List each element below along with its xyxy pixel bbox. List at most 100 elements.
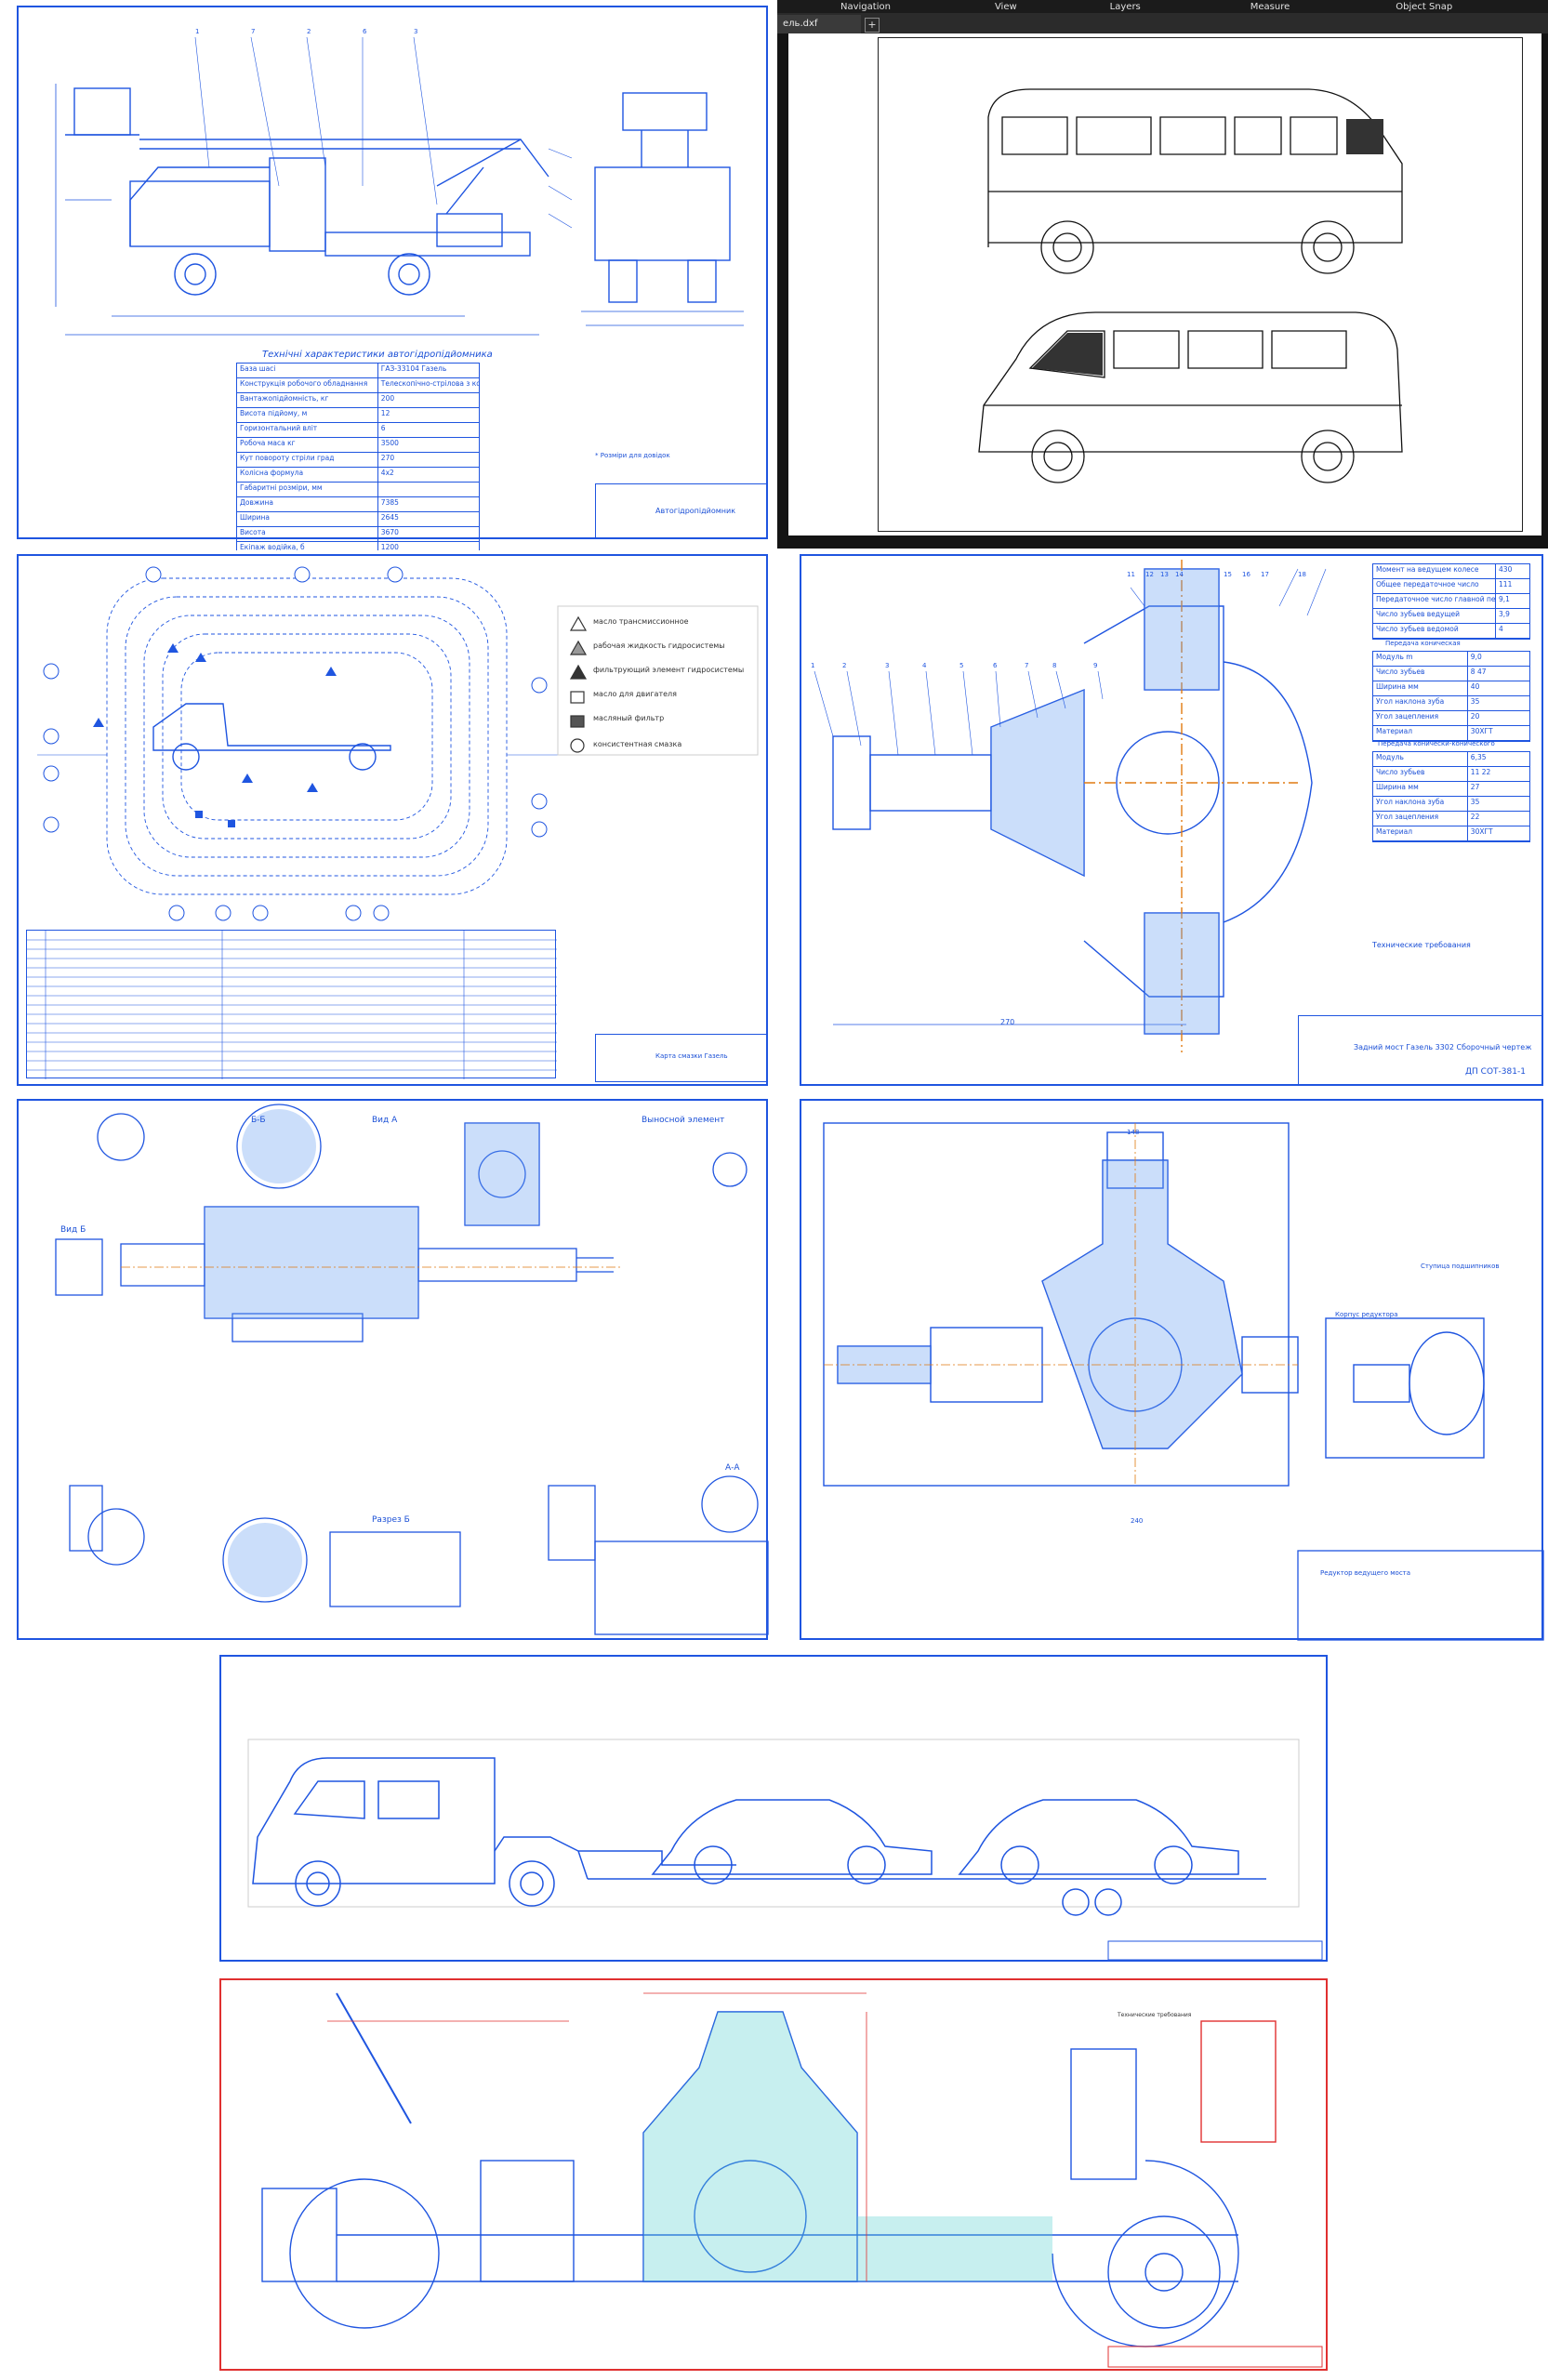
table-cell-label: Угол наклона зуба [1376,697,1445,706]
table-cell-label: Число зубьев ведомой [1376,625,1459,633]
title-block [1298,1015,1543,1086]
dimension-label: 270 [1000,1018,1015,1026]
part-label: Ступица подшипников [1421,1263,1500,1270]
svg-text:16: 16 [1242,571,1250,578]
section-label: А-А [725,1463,740,1473]
svg-text:5: 5 [959,662,963,669]
section-label: Вид Б [60,1225,86,1235]
drawing-sheet-reducer: Корпус редуктора Ступица подшипников 148… [777,1095,1548,1644]
table-row: Горизонтальний вліт 6 [237,423,479,438]
table-cell-value: 40 [1466,681,1529,695]
sheet-frame [17,1099,768,1640]
sheet-frame [219,1655,1328,1962]
table-row: Материал 30ХГТ [1373,826,1529,841]
dimension-note: * Розміри для довідок [595,452,670,459]
van-sheet-frame [878,37,1523,532]
table-cell-label: Горизонтальний вліт [240,424,318,432]
file-tab[interactable]: ель.dxf [777,15,861,33]
drawing-sheet-car-transporter [216,1651,1331,1965]
add-tab-button[interactable]: + [865,18,880,33]
dimension-label: 240 [1131,1517,1144,1525]
reducer-section [823,1122,1544,1641]
svg-text:1: 1 [195,28,199,35]
table-cell-label: Колісна формула [240,469,304,477]
table-cell-value: 27 [1466,782,1529,796]
table-cell-value: 6 [377,423,479,437]
legend-item: масло трансмиссионное [593,617,689,626]
table-cell-label: Ширина мм [1376,783,1419,791]
svg-text:12: 12 [1145,571,1154,578]
table-cell-value: 35 [1466,696,1529,710]
table-cell-label: Материал [1376,727,1413,735]
spec-title-low: Передача конически-конического [1378,740,1495,747]
svg-text:15: 15 [1224,571,1232,578]
spec-title-mid: Передача коническая [1385,640,1461,647]
title-block-code: ДП СОТ-381-1 [1465,1067,1526,1077]
table-cell-value: 20 [1466,711,1529,725]
tech-table-title: Технічні характеристики автогідропідйомн… [262,350,493,360]
menu-item-view[interactable]: View [994,1,1017,12]
table-cell-value: 1200 [377,542,479,556]
menu-item-object-snap[interactable]: Object Snap [1396,1,1453,12]
table-cell-label: Кут повороту стріли град [240,454,335,462]
drawing-sheet-gearbox: Б-Б Вид А Выносной элемент Вид Б Разрез … [0,1095,774,1644]
table-cell-value: 111 [1495,579,1529,593]
table-cell-value: 35 [1466,797,1529,811]
svg-text:8: 8 [1052,662,1056,669]
table-cell-label: Довжина [240,498,273,507]
table-cell-value: 30ХГТ [1466,826,1529,840]
section-label: Вид А [372,1116,398,1125]
section-label: Выносной элемент [642,1116,725,1125]
notes-title: Технические требования [1118,2012,1192,2018]
svg-text:4: 4 [922,662,927,669]
table-cell-value: 9,1 [1495,594,1529,608]
table-row: Габаритні розміри, мм [237,483,479,497]
table-cell-label: Ширина мм [1376,682,1419,691]
dimension-label: 148 [1127,1129,1140,1136]
table-cell-label: Висота підйому, м [240,409,308,417]
legend-item: консистентная смазка [593,740,682,748]
menu-item-navigation[interactable]: Navigation [840,1,891,12]
car-transporter-view [247,1739,1323,1961]
table-cell-label: Передаточное число главной передачи [1376,595,1496,603]
table-cell-value: 3670 [377,527,479,541]
table-cell-label: Угол зацепления [1376,813,1439,821]
menu-item-layers[interactable]: Layers [1109,1,1141,12]
table-cell-label: Материал [1376,827,1413,836]
table-cell-value: 430 [1495,564,1529,578]
sheet-frame [800,554,1543,1086]
table-cell-label: Число зубьев ведущей [1376,610,1461,618]
table-cell-value: 22 [1466,812,1529,826]
table-cell-label: Ширина [240,513,271,522]
svg-text:3: 3 [885,662,889,669]
viewer-menu-bar: Navigation View Layers Measure Object Sn… [777,0,1548,13]
title-block-name: Автогідропідйомник [655,507,736,515]
sheet-frame [17,554,768,1086]
table-row: Угол наклона зуба 35 [1373,797,1529,812]
legend-item: масло для двигателя [593,690,677,698]
legend-item: фильтрующий элемент гидросистемы [593,666,745,674]
svg-text:7: 7 [1025,662,1028,669]
menu-item-measure[interactable]: Measure [1250,1,1290,12]
table-cell-label: Угол наклона зуба [1376,798,1445,806]
van-drawing-canvas [788,33,1541,536]
sheet-frame [219,1978,1328,2371]
svg-text:9: 9 [1093,662,1097,669]
